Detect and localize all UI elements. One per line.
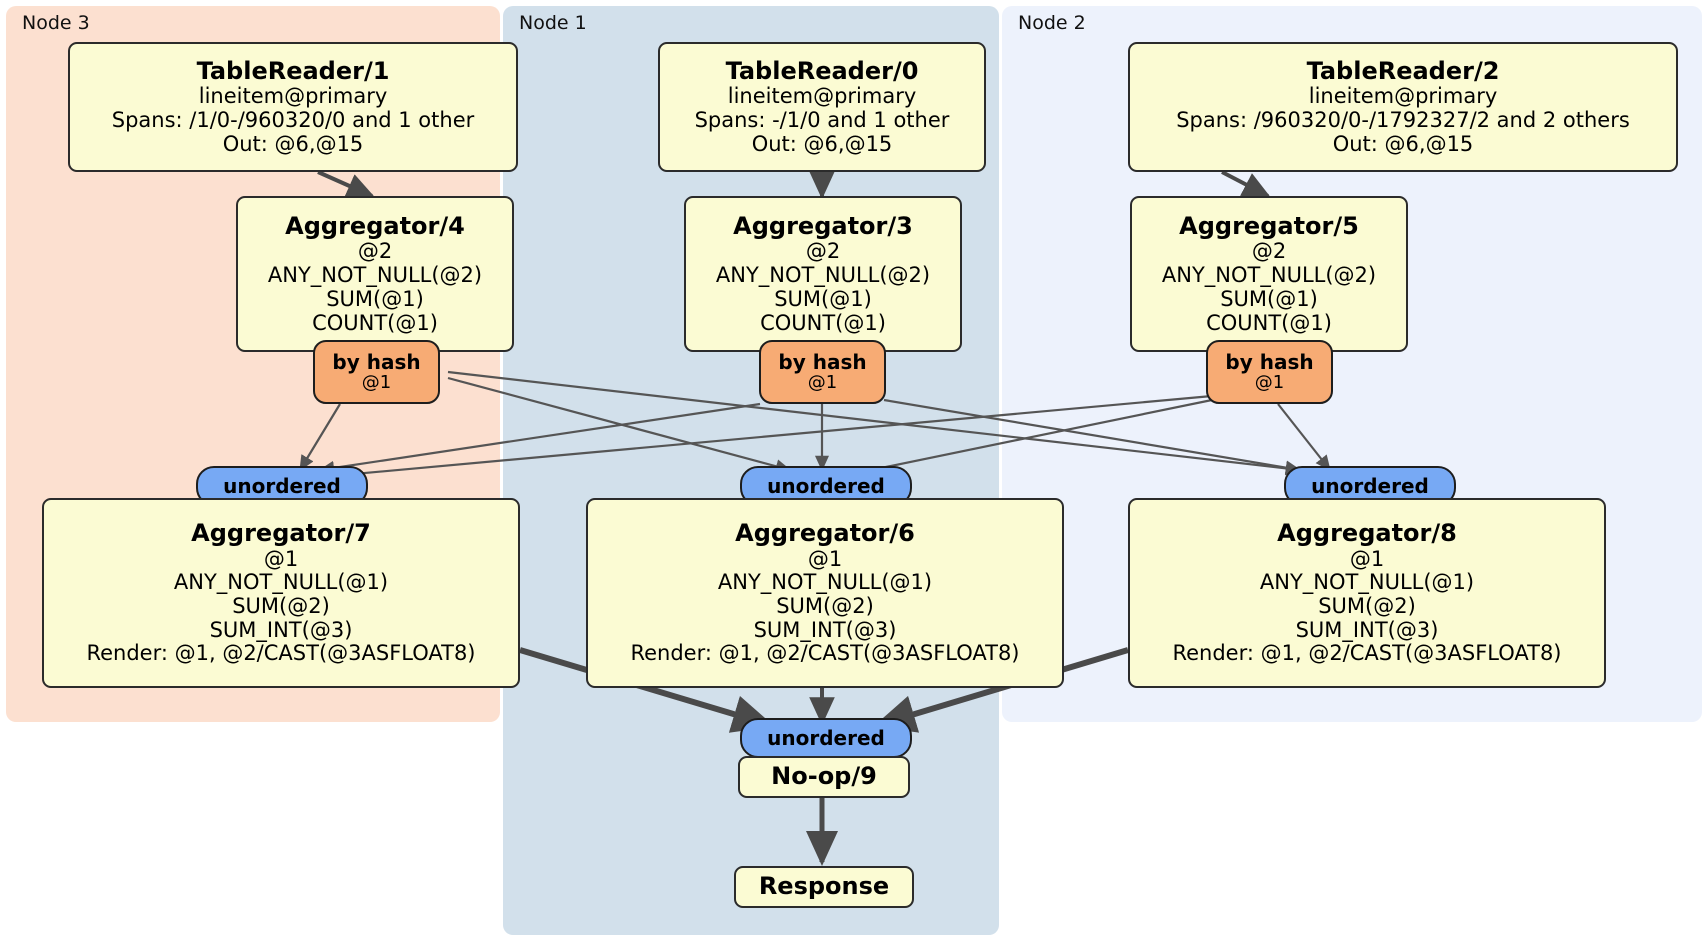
badge-title: unordered: [767, 726, 885, 750]
box-line: Out: @6,@15: [1332, 131, 1474, 156]
box-line: Out: @6,@15: [751, 131, 893, 156]
badge-subtitle: @1: [1254, 372, 1285, 394]
box-title: Response: [758, 872, 890, 901]
badge-title: by hash: [332, 350, 421, 375]
box-table-reader-1[interactable]: TableReader/1 lineitem@primary Spans: /1…: [68, 42, 518, 172]
box-line: SUM_INT(@3): [753, 617, 897, 642]
badge-title: unordered: [767, 474, 885, 498]
box-line: Render: @1, @2/CAST(@3ASFLOAT8): [630, 641, 1020, 666]
box-aggregator-8[interactable]: Aggregator/8 @1 ANY_NOT_NULL(@1) SUM(@2)…: [1128, 498, 1606, 688]
box-line: ANY_NOT_NULL(@1): [173, 570, 389, 595]
box-line: SUM(@2): [776, 594, 874, 619]
node-label-node-1: Node 1: [519, 12, 587, 34]
badge-by-hash-right[interactable]: by hash @1: [1206, 340, 1333, 404]
box-line: SUM_INT(@3): [1295, 617, 1439, 642]
box-line: @2: [1251, 239, 1287, 264]
badge-by-hash-center[interactable]: by hash @1: [759, 340, 886, 404]
badge-unordered-final[interactable]: unordered: [740, 718, 912, 758]
box-title: No-op/9: [771, 762, 877, 791]
box-line: Render: @1, @2/CAST(@3ASFLOAT8): [1172, 641, 1562, 666]
box-line: lineitem@primary: [727, 84, 917, 109]
box-aggregator-7[interactable]: Aggregator/7 @1 ANY_NOT_NULL(@1) SUM(@2)…: [42, 498, 520, 688]
box-title: TableReader/0: [725, 56, 919, 85]
box-line: SUM_INT(@3): [209, 617, 353, 642]
box-line: @2: [805, 239, 841, 264]
box-line: SUM(@2): [1318, 594, 1416, 619]
badge-title: unordered: [1311, 474, 1429, 498]
box-title: Aggregator/8: [1277, 518, 1457, 547]
box-line: SUM(@2): [232, 594, 330, 619]
box-title: Aggregator/3: [733, 211, 913, 240]
box-line: ANY_NOT_NULL(@2): [715, 263, 931, 288]
node-label-node-2: Node 2: [1018, 12, 1086, 34]
badge-subtitle: @1: [807, 372, 838, 394]
box-line: Spans: /960320/0-/1792327/2 and 2 others: [1176, 108, 1630, 133]
box-line: COUNT(@1): [312, 310, 438, 335]
box-line: SUM(@1): [1220, 286, 1318, 311]
box-no-op-9[interactable]: No-op/9: [738, 756, 910, 798]
box-title: Aggregator/6: [735, 518, 915, 547]
box-line: Out: @6,@15: [222, 131, 364, 156]
box-title: TableReader/2: [1306, 56, 1500, 85]
node-label-node-3: Node 3: [22, 12, 90, 34]
box-aggregator-6[interactable]: Aggregator/6 @1 ANY_NOT_NULL(@1) SUM(@2)…: [586, 498, 1064, 688]
box-aggregator-4[interactable]: Aggregator/4 @2 ANY_NOT_NULL(@2) SUM(@1)…: [236, 196, 514, 352]
box-response[interactable]: Response: [734, 866, 914, 908]
box-title: TableReader/1: [196, 56, 390, 85]
box-line: Render: @1, @2/CAST(@3ASFLOAT8): [86, 641, 476, 666]
box-line: ANY_NOT_NULL(@2): [267, 263, 483, 288]
box-line: ANY_NOT_NULL(@1): [717, 570, 933, 595]
box-title: Aggregator/5: [1179, 211, 1359, 240]
badge-title: unordered: [223, 474, 341, 498]
box-title: Aggregator/4: [285, 211, 465, 240]
box-aggregator-3[interactable]: Aggregator/3 @2 ANY_NOT_NULL(@2) SUM(@1)…: [684, 196, 962, 352]
box-table-reader-0[interactable]: TableReader/0 lineitem@primary Spans: -/…: [658, 42, 986, 172]
box-line: ANY_NOT_NULL(@1): [1259, 570, 1475, 595]
badge-by-hash-left[interactable]: by hash @1: [313, 340, 440, 404]
box-aggregator-5[interactable]: Aggregator/5 @2 ANY_NOT_NULL(@2) SUM(@1)…: [1130, 196, 1408, 352]
box-line: SUM(@1): [774, 286, 872, 311]
box-line: Spans: -/1/0 and 1 other: [694, 108, 950, 133]
box-line: ANY_NOT_NULL(@2): [1161, 263, 1377, 288]
box-line: @1: [807, 546, 843, 571]
box-line: SUM(@1): [326, 286, 424, 311]
badge-subtitle: @1: [361, 372, 392, 394]
box-line: @2: [357, 239, 393, 264]
box-line: COUNT(@1): [760, 310, 886, 335]
box-line: lineitem@primary: [198, 84, 388, 109]
badge-title: by hash: [1225, 350, 1314, 375]
box-line: COUNT(@1): [1206, 310, 1332, 335]
badge-title: by hash: [778, 350, 867, 375]
box-table-reader-2[interactable]: TableReader/2 lineitem@primary Spans: /9…: [1128, 42, 1678, 172]
box-line: @1: [1349, 546, 1385, 571]
box-title: Aggregator/7: [191, 518, 371, 547]
box-line: Spans: /1/0-/960320/0 and 1 other: [111, 108, 475, 133]
box-line: @1: [263, 546, 299, 571]
box-line: lineitem@primary: [1308, 84, 1498, 109]
